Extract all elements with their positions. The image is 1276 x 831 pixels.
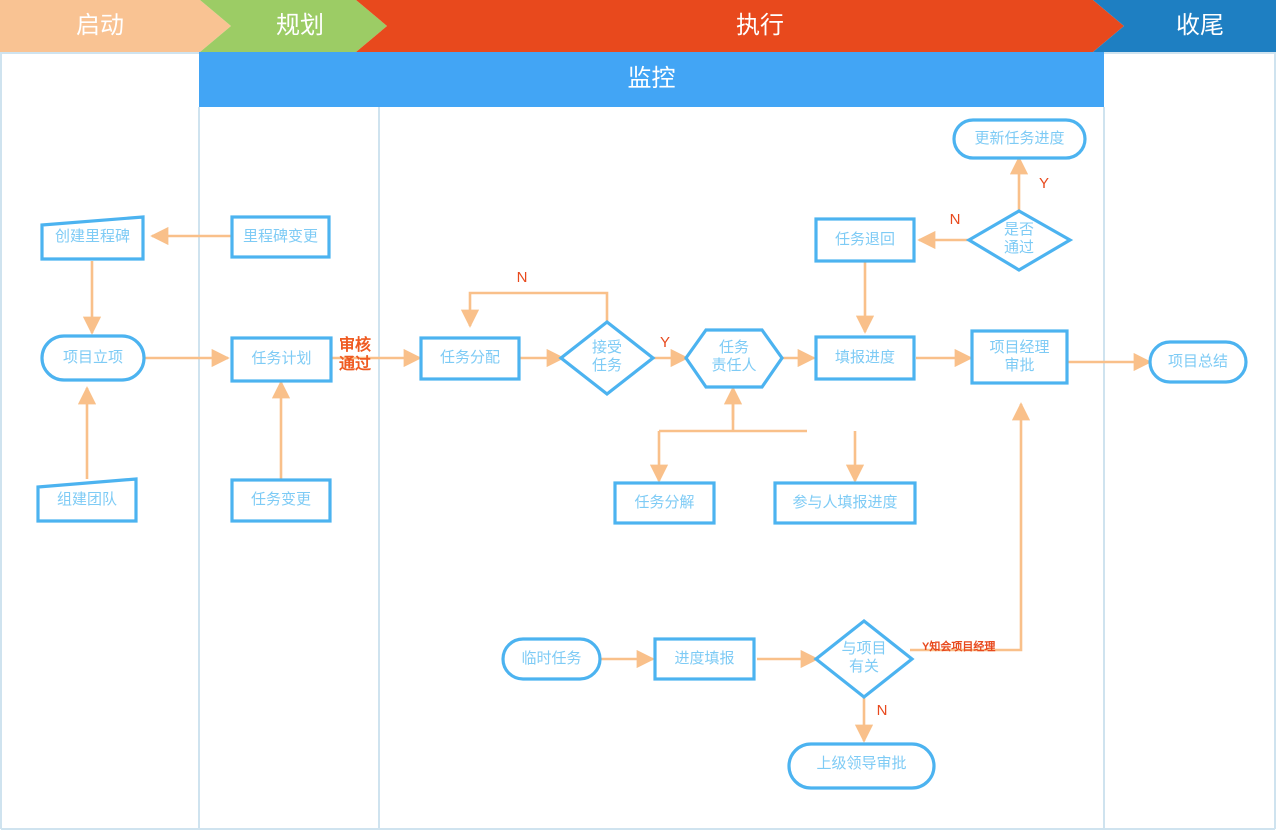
- node-shape-task-return[interactable]: [814, 217, 916, 263]
- phase-chevron-closing: [1093, 0, 1276, 52]
- node-shape-participant-report[interactable]: [773, 481, 917, 525]
- edge-label-related-no: N: [876, 702, 888, 719]
- phase-banner: [0, 0, 1276, 52]
- edge-label-accept-yes: Y: [659, 334, 670, 351]
- edge-label-approved-yes: Y: [1038, 175, 1049, 192]
- node-shape-task-assign[interactable]: [419, 336, 521, 381]
- node-shape-senior-approval[interactable]: [787, 742, 936, 790]
- edge-label-accept-no: N: [516, 269, 528, 286]
- node-shape-is-approved[interactable]: [965, 209, 1074, 272]
- node-shape-accept-task[interactable]: [558, 319, 656, 397]
- edge-related-yes-to-pm-approval: [910, 402, 1031, 652]
- monitoring-bar: [199, 52, 1104, 107]
- node-shape-progress-report[interactable]: [653, 637, 756, 681]
- node-shape-update-task-progress[interactable]: [952, 118, 1087, 160]
- node-shape-task-breakdown[interactable]: [613, 481, 716, 525]
- edge-label-approved-no: N: [949, 211, 961, 228]
- node-shape-task-change[interactable]: [230, 478, 332, 523]
- node-shape-related-to-project[interactable]: [813, 618, 915, 700]
- node-shapes: [36, 118, 1248, 790]
- phase-chevron-planning: [200, 0, 387, 52]
- node-shape-project-initiation[interactable]: [40, 334, 146, 382]
- node-shape-project-summary[interactable]: [1148, 340, 1248, 384]
- node-shape-build-team[interactable]: [36, 477, 138, 523]
- connectors: [77, 156, 1152, 743]
- phase-chevron-initiation: [0, 0, 231, 52]
- node-shape-create-milestone[interactable]: [40, 215, 145, 261]
- lane-grid: [0, 52, 1276, 830]
- edge-accept-task-no-to-task-assign: [460, 291, 609, 328]
- phase-chevron-execution: [356, 0, 1124, 52]
- edge-label-review-passed: 审核 通过: [338, 337, 371, 373]
- node-shape-pm-approval[interactable]: [970, 329, 1069, 385]
- edge-label-related-yes: Y知会项目经理: [922, 641, 996, 653]
- node-shape-temp-task[interactable]: [501, 637, 602, 681]
- node-shape-milestone-change[interactable]: [230, 215, 331, 259]
- node-shape-fill-progress[interactable]: [814, 335, 916, 381]
- node-shape-task-plan[interactable]: [230, 336, 333, 383]
- node-shape-task-owner[interactable]: [684, 328, 784, 389]
